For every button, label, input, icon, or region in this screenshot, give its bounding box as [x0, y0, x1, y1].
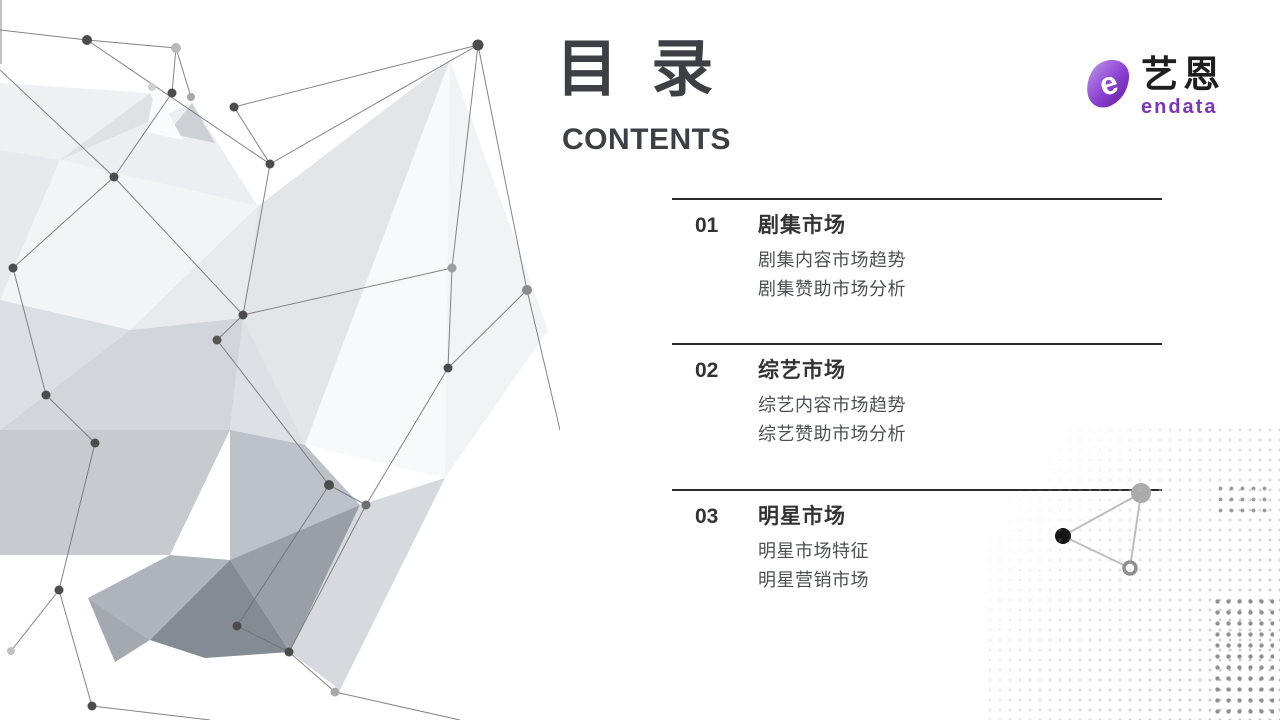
section-number: 02 [695, 359, 719, 382]
section-title: 明星市场 [758, 505, 846, 528]
section-items: 剧集内容市场趋势 剧集赞助市场分析 [672, 246, 1162, 304]
endata-logo-icon: e [1087, 59, 1130, 108]
toc-item: 剧集内容市场趋势 [758, 250, 906, 270]
section-items: 明星市场特征 明星营销市场 [672, 537, 1162, 595]
toc-section-03: 03 明星市场 明星市场特征 明星营销市场 [672, 489, 1162, 595]
section-divider [672, 198, 1162, 200]
section-number: 01 [695, 214, 719, 237]
endata-logo: e 艺恩 endata [1084, 54, 1225, 119]
node-black-filled [1055, 528, 1071, 544]
toc-item: 明星市场特征 [758, 541, 869, 561]
logo-name-cn: 艺恩 [1141, 54, 1225, 95]
toc-item: 综艺赞助市场分析 [758, 424, 906, 444]
toc-section-01: 01 剧集市场 剧集内容市场趋势 剧集赞助市场分析 [672, 198, 1162, 304]
page-subtitle: CONTENTS [562, 123, 731, 156]
toc-section-02: 02 综艺市场 综艺内容市场趋势 综艺赞助市场分析 [672, 343, 1162, 449]
polygon-plexus-background [0, 0, 560, 720]
section-divider [672, 489, 1162, 491]
toc-item: 剧集赞助市场分析 [758, 279, 906, 299]
dot-grid-decoration-dark-small [1215, 483, 1273, 517]
dot-grid-decoration-dark [1212, 596, 1274, 720]
toc-item: 综艺内容市场趋势 [758, 395, 906, 415]
triangle-network-decoration [1055, 483, 1151, 576]
logo-name-en: endata [1141, 95, 1218, 118]
section-number: 03 [695, 505, 719, 528]
toc-item: 明星营销市场 [758, 570, 869, 590]
node-gray-filled [1131, 483, 1151, 503]
node-hollow [1122, 560, 1138, 576]
section-title: 综艺市场 [758, 359, 846, 382]
section-items: 综艺内容市场趋势 综艺赞助市场分析 [672, 391, 1162, 449]
section-title: 剧集市场 [758, 214, 846, 237]
section-divider [672, 343, 1162, 345]
page-title: 目 录 [556, 35, 722, 104]
